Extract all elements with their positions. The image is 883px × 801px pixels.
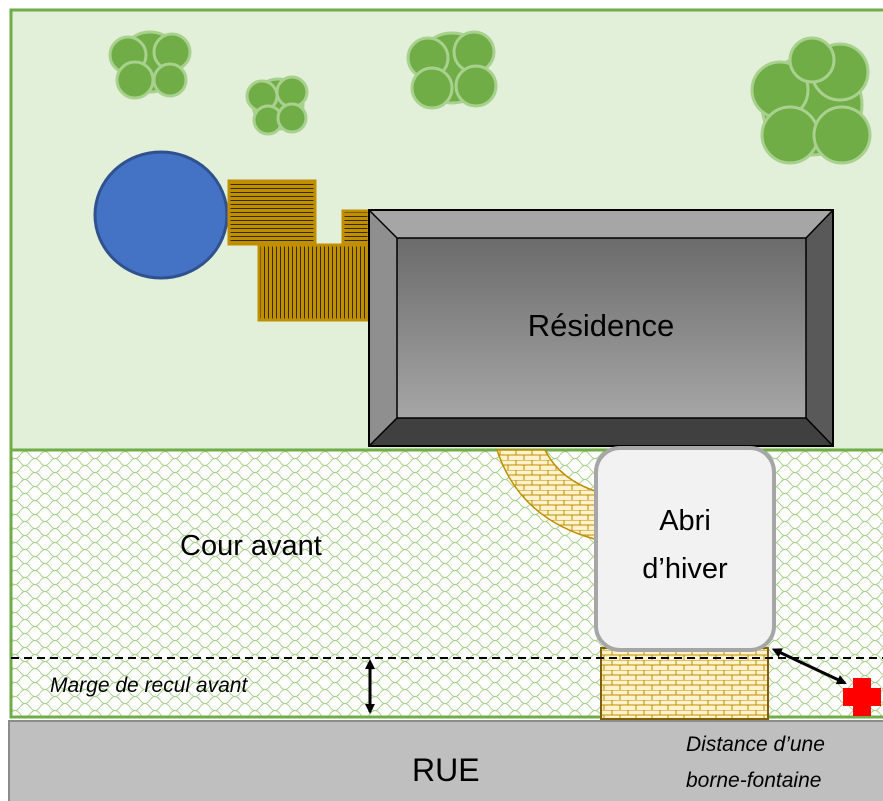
hydrant-distance-arrow — [771, 648, 847, 685]
front-yard-label: Cour avant — [180, 530, 322, 562]
tree-icon — [245, 75, 309, 136]
tree-icon — [108, 30, 192, 100]
hydrant-icon — [843, 678, 881, 716]
street-label: RUE — [412, 752, 480, 788]
residence-label: Résidence — [527, 308, 675, 343]
driveway — [600, 647, 769, 720]
winter-shelter-label-line1: Abri — [659, 505, 711, 537]
hydrant-distance-label-line1: Distance d’une — [686, 733, 825, 756]
deck-small — [341, 209, 371, 246]
setback-label: Marge de recul avant — [50, 674, 248, 697]
tree-icon — [406, 30, 498, 110]
pool — [93, 150, 229, 280]
hydrant-distance-label: Distance d’une borne-fontaine — [686, 727, 825, 799]
winter-shelter-label: Abri d’hiver — [596, 497, 774, 593]
winter-shelter — [594, 446, 776, 652]
tree-icon — [750, 36, 872, 165]
deck-upper — [227, 179, 317, 246]
deck-lower — [257, 243, 371, 322]
street — [8, 720, 883, 801]
residence — [368, 209, 834, 447]
hydrant-distance-label-line2: borne-fontaine — [686, 769, 822, 792]
winter-shelter-label-line2: d’hiver — [642, 553, 728, 585]
